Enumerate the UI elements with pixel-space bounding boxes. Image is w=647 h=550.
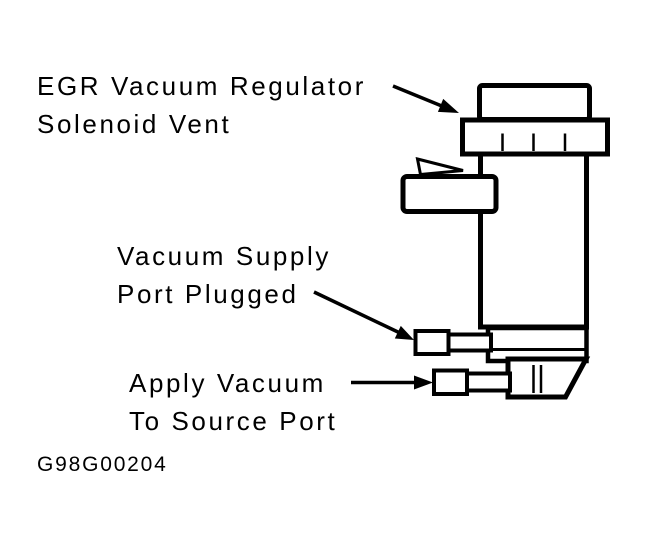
label-source-port: Apply Vacuum To Source Port — [129, 364, 337, 440]
label-solenoid-vent-line1: EGR Vacuum Regulator — [37, 71, 366, 101]
label-vacuum-supply-port-line1: Vacuum Supply — [117, 241, 331, 271]
electrical-connector — [400, 174, 499, 214]
source-port-barb — [432, 368, 469, 396]
figure-id-label: G98G00204 — [37, 453, 168, 476]
label-source-port-line1: Apply Vacuum — [129, 368, 326, 398]
arrow-to-source-port — [351, 375, 433, 390]
solenoid-bottom-section — [505, 356, 591, 400]
label-vacuum-supply-port: Vacuum Supply Port Plugged — [117, 237, 331, 313]
label-solenoid-vent-line2: Solenoid Vent — [37, 109, 232, 139]
connector-tab-wedge — [415, 156, 464, 177]
label-source-port-line2: To Source Port — [129, 406, 338, 436]
label-solenoid-vent: EGR Vacuum Regulator Solenoid Vent — [37, 67, 366, 143]
vacuum-supply-port-barb — [413, 329, 451, 356]
solenoid-vent-flange — [460, 117, 610, 157]
solenoid-top-cap — [477, 83, 592, 122]
solenoid-lower-band — [485, 325, 589, 364]
label-vacuum-supply-port-line2: Port Plugged — [117, 279, 299, 309]
arrow-to-supply-port — [313, 290, 414, 340]
arrow-to-vent — [392, 84, 459, 113]
